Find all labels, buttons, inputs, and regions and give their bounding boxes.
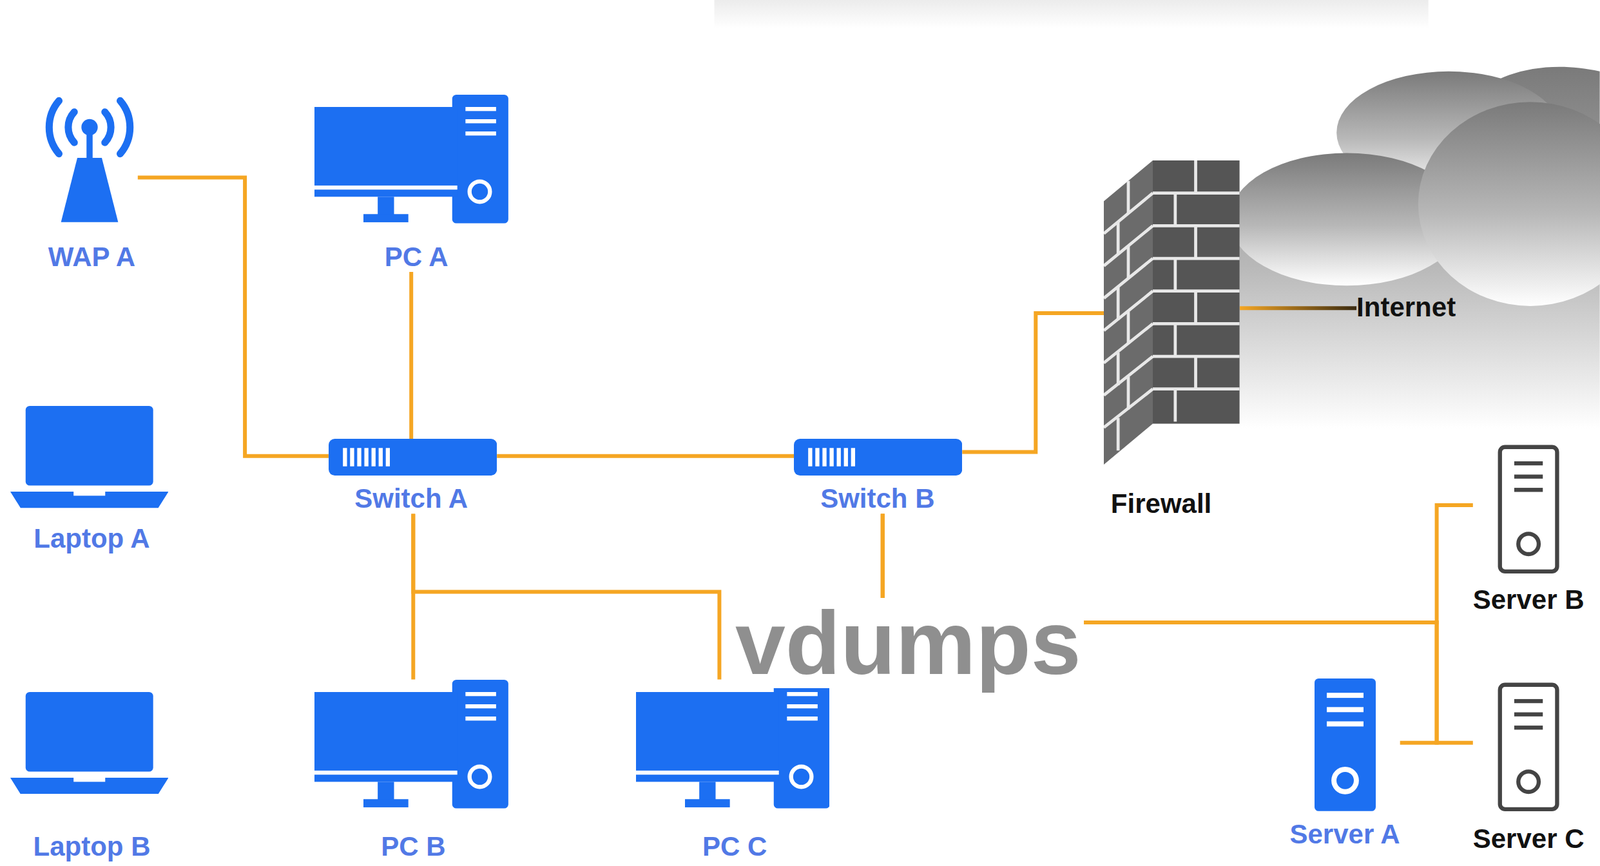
node-label: Firewall: [1110, 489, 1212, 519]
network-node: Switch B: [793, 438, 963, 515]
node-label: Switch A: [354, 483, 468, 514]
cloud: [1229, 67, 1600, 429]
node-label: Internet: [1356, 292, 1456, 323]
top-shade: [714, 0, 1429, 29]
access-point-icon: [40, 96, 138, 225]
network-node: Switch A: [328, 438, 497, 515]
server-icon: [1496, 443, 1561, 575]
network-node: Server A: [1289, 678, 1400, 850]
pc-icon: [636, 679, 830, 813]
laptop-icon: [10, 692, 169, 794]
server-icon: [1314, 678, 1376, 812]
pc-icon: [314, 94, 509, 228]
network-cable: [1239, 306, 1357, 310]
watermark: vdumps: [732, 597, 1084, 689]
server-icon: [1496, 681, 1564, 813]
node-label: Switch B: [820, 483, 935, 514]
switch-icon: [793, 438, 963, 476]
network-cable: [962, 313, 1104, 452]
network-cable: [496, 454, 794, 459]
network-node: PC B: [314, 679, 509, 863]
node-label: PC A: [384, 242, 449, 272]
node-label: Server C: [1473, 824, 1585, 854]
network-node: Server B: [1473, 443, 1585, 615]
network-node: Server C: [1473, 681, 1585, 854]
network-cable: [413, 513, 720, 680]
network-node: Laptop A: [10, 405, 169, 554]
network-node: PC C: [636, 679, 830, 863]
node-label: PC B: [380, 831, 446, 862]
switch-icon: [328, 438, 497, 476]
firewall-icon: [1103, 160, 1240, 465]
network-node: Laptop B: [10, 692, 169, 863]
node-label: Laptop A: [33, 523, 150, 554]
network-node: PC A: [314, 94, 509, 272]
node-label: Laptop B: [33, 831, 151, 862]
node-label: Server B: [1473, 585, 1585, 615]
network-cable: [137, 177, 329, 457]
laptop-icon: [10, 405, 169, 508]
network-node: Internet: [1356, 292, 1456, 323]
pc-icon: [314, 679, 509, 813]
network-cable: [409, 271, 414, 439]
node-label: WAP A: [48, 242, 136, 272]
network-node: WAP A: [40, 96, 138, 272]
node-label: Server A: [1289, 819, 1400, 850]
network-node: Firewall: [1103, 160, 1240, 520]
node-label: PC C: [702, 831, 767, 862]
